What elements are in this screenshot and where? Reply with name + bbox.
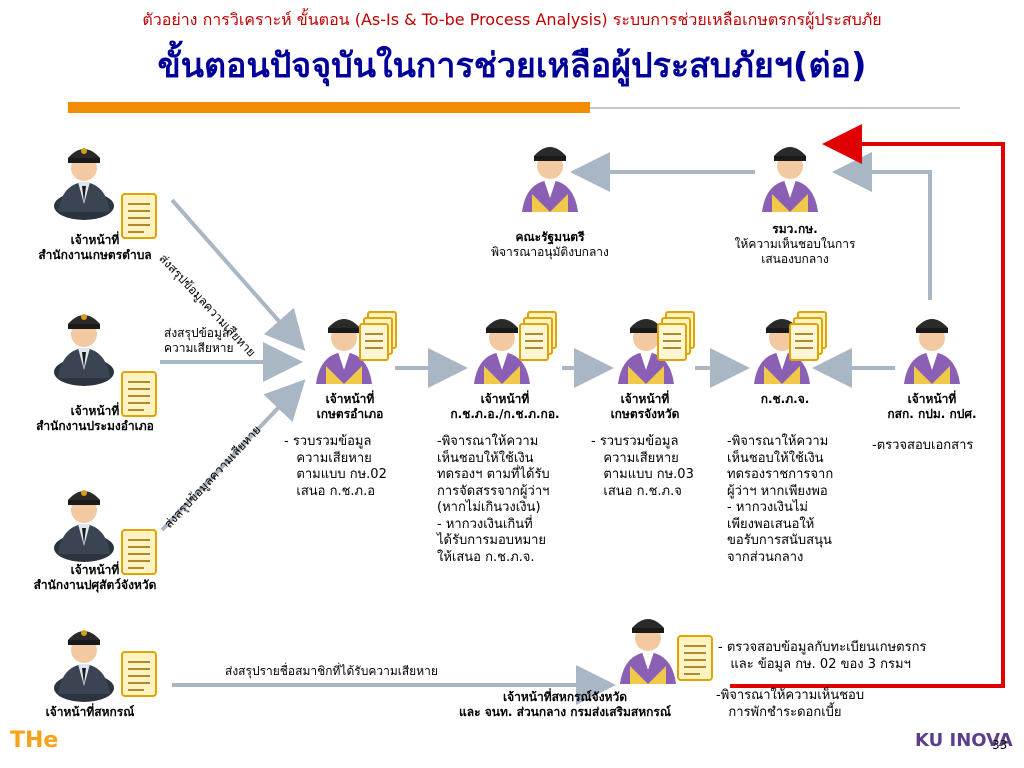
- document-stack-icon: [789, 311, 827, 361]
- document-icon: [677, 635, 713, 681]
- note-province-agri: - รวบรวมข้อมูล ความเสียหาย ตามแบบ กษ.03 …: [591, 434, 694, 499]
- node-coop-label: เจ้าหน้าที่สหกรณ์: [45, 705, 135, 719]
- title-underline-thin: [590, 107, 960, 109]
- official-minister-icon: [762, 147, 818, 212]
- note-kchpo: -พิจารณาให้ความ เห็นชอบให้ใช้เงิน ทดรองฯ…: [437, 434, 550, 565]
- slide-subtitle: ตัวอย่าง การวิเคราะห์ ขั้นตอน (As-Is & T…: [142, 10, 882, 29]
- official-ksk-icon: [904, 319, 960, 384]
- document-icon: [121, 651, 157, 697]
- node-district-agri-label: เจ้าหน้าที่เกษตรอำเภอ: [316, 392, 384, 421]
- official-prov-coop-icon: [620, 619, 676, 684]
- node-minister-label: รมว.กษ.ให้ความเห็นชอบในการเสนองบกลาง: [734, 222, 856, 266]
- node-tambon-label: เจ้าหน้าที่สำนักงานเกษตรตำบล: [38, 233, 152, 262]
- document-stack-icon: [657, 311, 695, 361]
- note-kchpj: -พิจารณาให้ความ เห็นชอบให้ใช้เงิน ทดรองร…: [727, 434, 834, 565]
- arrow-label-coop: ส่งสรุปรายชื่อสมาชิกที่ได้รับความเสียหาย: [225, 664, 438, 678]
- document-stack-icon: [519, 311, 557, 361]
- officer-livestock-icon: [54, 490, 114, 562]
- arrow-tambon-to-district: [170, 198, 306, 351]
- node-ksk-label: เจ้าหน้าที่กสก. กปม. กปศ.: [887, 392, 977, 421]
- node-kchpo-label: เจ้าหน้าที่ก.ช.ภ.อ./ก.ช.ภ.กอ.: [450, 392, 560, 421]
- ku-inova-logo: KU INOVA: [915, 730, 1013, 751]
- node-province-agri-label: เจ้าหน้าที่เกษตรจังหวัด: [610, 392, 680, 421]
- note-district-agri: - รวบรวมข้อมูล ความเสียหาย ตามแบบ กษ.02 …: [284, 434, 387, 499]
- note-ksk: -ตรวจสอบเอกสาร: [872, 438, 974, 453]
- slide-title: ขั้นตอนปัจจุบันในการช่วยเหลือผู้ประสบภัย…: [157, 46, 867, 86]
- node-fishery-label: เจ้าหน้าที่สำนักงานประมงอำเภอ: [36, 404, 154, 433]
- node-livestock-label: เจ้าหน้าที่สำนักงานปศุสัตว์จังหวัด: [33, 563, 157, 592]
- arrow-ksk-to-minister: [832, 152, 932, 300]
- page-number: 33: [992, 738, 1008, 752]
- title-underline-accent: [68, 102, 590, 113]
- node-prov-coop-label: เจ้าหน้าที่สหกรณ์จังหวัดและ จนท. ส่วนกลา…: [459, 690, 671, 719]
- return-arrow-red: [730, 124, 1005, 688]
- officer-tambon-icon: [54, 148, 114, 220]
- node-kchpj-label: ก.ช.ภ.จ.: [760, 392, 810, 406]
- note-prov-coop-approve: -พิจารณาให้ความเห็นชอบ การพักชำระดอกเบี้…: [716, 688, 865, 720]
- official-cabinet-icon: [522, 147, 578, 212]
- officer-fishery-icon: [54, 314, 114, 386]
- document-stack-icon: [359, 311, 397, 361]
- officer-coop-icon: [54, 630, 114, 702]
- note-prov-coop-check: - ตรวจสอบข้อมูลกับทะเบียนเกษตรกร และ ข้อ…: [718, 640, 927, 672]
- node-cabinet-label: คณะรัฐมนตรีพิจารณาอนุมัติงบกลาง: [491, 230, 609, 259]
- the-logo: THe: [10, 728, 59, 753]
- arrow-label-fishery: ส่งสรุปข้อมูลความเสียหาย: [164, 326, 234, 355]
- arrow-livestock-to-district: [160, 379, 306, 532]
